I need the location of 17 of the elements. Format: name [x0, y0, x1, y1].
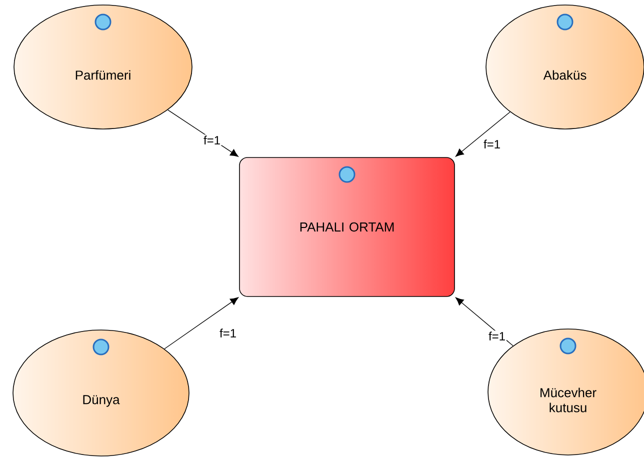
edge-label: f=1 — [218, 328, 238, 338]
node-text: Dünya — [83, 395, 120, 407]
process-box — [239, 157, 455, 297]
ellipse-node — [12, 330, 190, 456]
node-text: Mücevher kutusu — [540, 388, 596, 412]
node-text: Abaküs — [543, 70, 586, 80]
node-text: Parfümeri — [76, 70, 130, 80]
ellipse-node — [14, 4, 192, 130]
node-text: PAHALI ORTAM — [300, 222, 394, 232]
edge-label: f=1 — [202, 134, 222, 146]
edge-label: f=1 — [488, 330, 507, 342]
arrow — [456, 297, 514, 346]
arrow — [456, 112, 510, 157]
ellipse-node — [486, 4, 644, 130]
edge-label: f=1 — [482, 138, 502, 150]
arrow — [164, 297, 238, 350]
arrow — [168, 110, 238, 157]
